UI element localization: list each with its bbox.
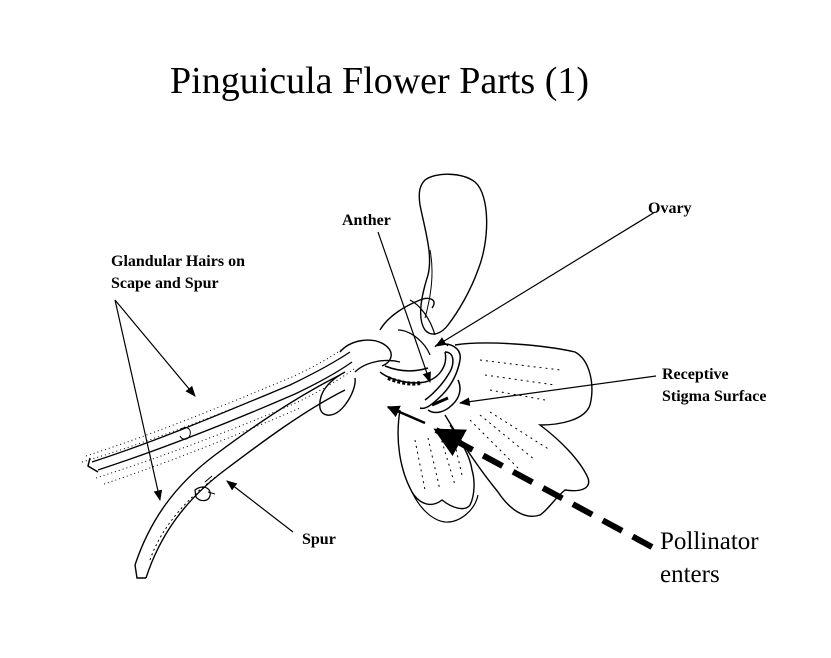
glandular-hairs-label: Glandular Hairs on Scape and Spur [111,251,245,294]
leader-arrows [114,211,657,533]
anther-arrow [377,231,431,384]
glandular-arrow-spur [114,299,163,502]
receptive-stigma-label: Receptive Stigma Surface [662,364,766,407]
pollinator-path [386,405,654,550]
page-title: Pinguicula Flower Parts (1) [170,60,590,102]
spur-drawing [134,374,346,579]
scape-drawing [81,344,355,485]
receptive-arrow [458,375,657,406]
receptive-stigma-label-line1: Receptive [662,366,729,383]
right-petal-drawing [444,342,593,517]
pollinator-entry-arrow [386,405,426,425]
glandular-arrow-scape [114,299,196,397]
pollinator-dashed-arrow [433,427,654,550]
ovary-arrow [435,211,656,347]
upper-lobe-drawing [397,173,488,356]
calyx-drawing [319,297,435,416]
ovary-label: Ovary [648,200,692,217]
anther-label: Anther [342,212,391,229]
pollinator-label: Pollinator enters [660,526,759,591]
receptive-stigma-label-line2: Stigma Surface [662,387,767,405]
pollinator-label-line2: enters [660,560,720,588]
glandular-hairs-label-line1: Glandular Hairs on [111,253,245,270]
glandular-hairs-label-line2: Scape and Spur [111,274,219,292]
spur-arrow [226,480,294,533]
spur-label: Spur [302,531,336,548]
lower-petal-drawing [397,409,479,523]
pollinator-label-line1: Pollinator [660,528,759,555]
